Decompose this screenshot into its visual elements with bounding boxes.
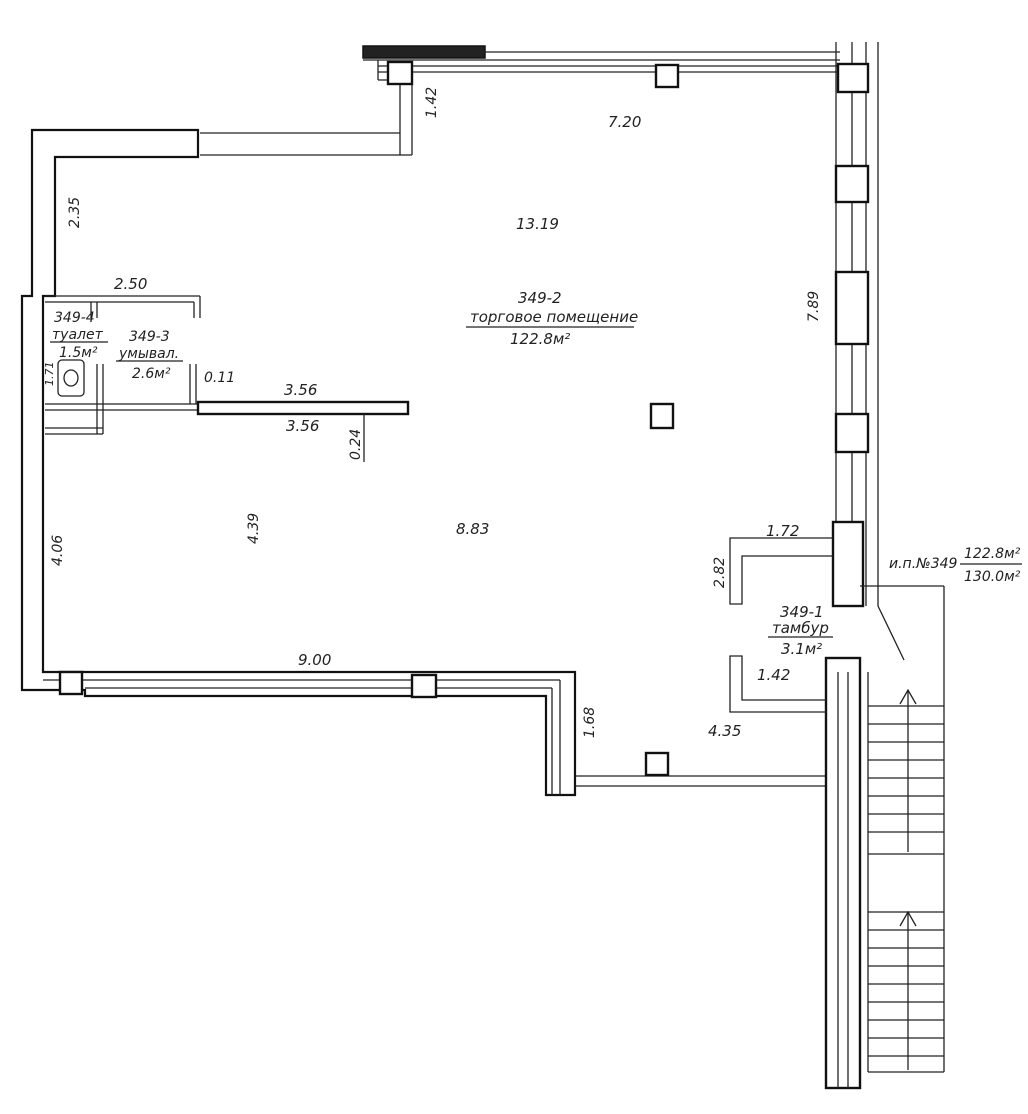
unit-area-total: 130.0м² xyxy=(964,569,1021,585)
room-code: 349-3 xyxy=(129,329,170,345)
room-name: торговое помещение xyxy=(470,308,638,326)
dim-1-72: 1.72 xyxy=(766,522,799,540)
unit-number: и.п.№349 xyxy=(889,556,958,572)
dim-2-35: 2.35 xyxy=(67,197,83,228)
dim-3-56-bottom: 3.56 xyxy=(286,417,319,435)
room-349-3-label: 349-3 умывал. 2.6м² xyxy=(116,329,183,382)
dim-7-20: 7.20 xyxy=(608,113,641,131)
dim-2-82: 2.82 xyxy=(712,557,728,588)
dimension-labels: 7.20 1.42 13.19 2.35 2.50 7.89 0.11 3.56… xyxy=(43,87,822,740)
room-name: умывал. xyxy=(118,346,179,362)
dim-7-89: 7.89 xyxy=(806,291,822,322)
right-exterior-wall xyxy=(831,42,879,608)
vestibule-walls xyxy=(729,537,905,713)
dim-4-06: 4.06 xyxy=(50,535,66,566)
unit-summary: и.п.№349 122.8м² 130.0м² xyxy=(889,546,1022,585)
dim-0-11: 0.11 xyxy=(204,370,235,386)
dim-3-56-top: 3.56 xyxy=(284,381,317,399)
room-349-4-label: 349-4 туалет 1.5м² xyxy=(50,310,108,361)
dim-1-71: 1.71 xyxy=(43,362,56,387)
dim-0-24: 0.24 xyxy=(348,429,364,460)
room-area: 2.6м² xyxy=(132,366,171,382)
unit-area-main: 122.8м² xyxy=(964,546,1021,562)
toilet-partitions xyxy=(45,295,201,435)
bottom-wall xyxy=(575,775,826,787)
dim-1-42-top: 1.42 xyxy=(424,87,440,118)
stair-arrows xyxy=(899,688,917,1070)
room-code: 349-4 xyxy=(54,310,95,326)
dim-1-68: 1.68 xyxy=(582,707,598,738)
room-code: 349-2 xyxy=(518,289,562,307)
dim-2-50: 2.50 xyxy=(114,275,147,293)
stair-wall xyxy=(824,585,945,1090)
room-area: 122.8м² xyxy=(510,330,570,348)
left-exterior-wall xyxy=(20,128,577,797)
stairs xyxy=(868,705,944,1057)
columns xyxy=(58,60,680,777)
toilet-fixture-icon xyxy=(57,359,85,397)
dim-1-42-bottom: 1.42 xyxy=(757,666,790,684)
room-area: 3.1м² xyxy=(781,640,822,658)
dim-8-83: 8.83 xyxy=(456,520,489,538)
interior-partition xyxy=(196,400,410,462)
room-name: туалет xyxy=(52,327,104,343)
dim-9-00: 9.00 xyxy=(298,651,331,669)
room-349-2-label: 349-2 торговое помещение 122.8м² xyxy=(466,289,638,348)
dim-13-19: 13.19 xyxy=(516,215,559,233)
dim-4-39: 4.39 xyxy=(246,513,262,544)
dim-4-35: 4.35 xyxy=(708,722,741,740)
room-name: тамбур xyxy=(772,619,829,637)
top-wall xyxy=(362,45,840,81)
notch-wall xyxy=(200,80,413,156)
room-349-1-label: 349-1 тамбур 3.1м² xyxy=(768,603,833,658)
room-code: 349-1 xyxy=(780,603,824,621)
room-area: 1.5м² xyxy=(59,345,98,361)
